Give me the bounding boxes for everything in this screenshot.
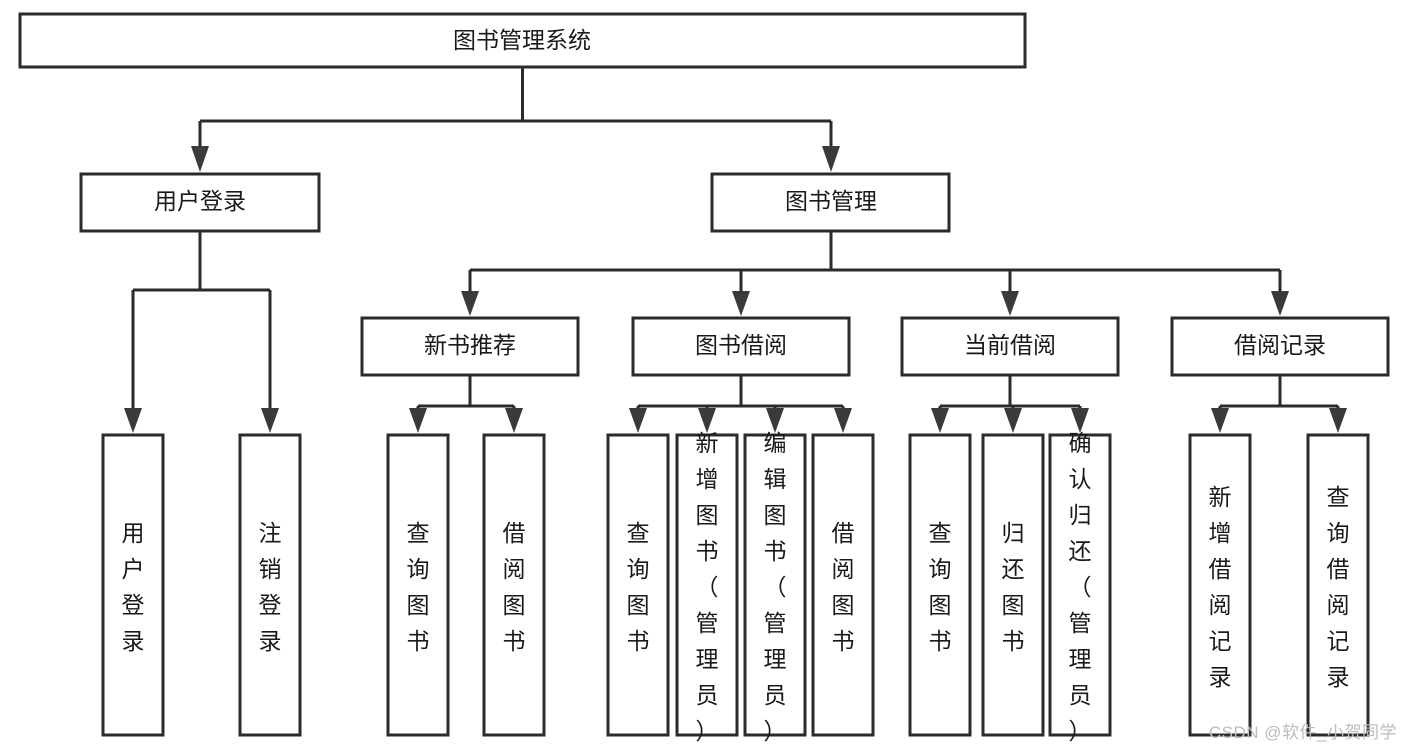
arrow-to-leaf-query-book-3 [931,408,949,433]
node-book-management-label: 图书管理 [785,188,877,214]
arrow-to-user-login [191,146,209,172]
arrow-to-current-borrow [1001,291,1019,316]
arrow-to-leaf-add-book [698,408,716,433]
connector-layer [124,67,1347,433]
leaf-query-book-2-box[interactable] [606,433,670,737]
node-current-borrow[interactable]: 当前借阅 [900,316,1120,377]
leaf-return-book[interactable]: 归还图书 [981,433,1045,737]
arrow-to-leaf-borrow-book-1 [505,408,523,433]
leaf-add-borrow-record[interactable]: 新增借阅记录 [1188,433,1252,737]
node-book-management-box[interactable] [710,172,951,233]
leaf-add-book-admin[interactable]: 新增图书（管理员） [675,430,739,744]
node-user-login-box[interactable] [79,172,321,233]
node-root[interactable]: 图书管理系统 [18,12,1027,69]
leaf-user-login-box[interactable] [101,433,165,737]
node-new-book-recommend-label: 新书推荐 [424,332,516,358]
arrow-to-leaf-logout [261,408,279,433]
arrow-to-leaf-add-record [1211,408,1229,433]
leaf-edit-book-admin[interactable]: 编辑图书（管理员） [743,430,807,744]
leaf-confirm-return-admin-label: 确认归还（管理员） [1069,430,1092,744]
node-book-borrow[interactable]: 图书借阅 [631,316,851,377]
node-current-borrow-label: 当前借阅 [964,332,1056,358]
leaf-query-borrow-record[interactable]: 查询借阅记录 [1306,433,1370,737]
node-book-borrow-label: 图书借阅 [695,332,787,358]
leaf-add-borrow-record-label: 新增借阅记录 [1209,484,1232,690]
leaf-borrow-book-1[interactable]: 借阅图书 [482,433,546,737]
leaf-query-book-3-box[interactable] [908,433,972,737]
leaf-user-login[interactable]: 用户登录 [101,433,165,737]
node-borrow-record-box[interactable] [1170,316,1390,377]
node-borrow-record[interactable]: 借阅记录 [1170,316,1390,377]
arrow-to-leaf-query-record [1329,408,1347,433]
node-new-book-recommend[interactable]: 新书推荐 [360,316,580,377]
leaf-query-book-2-label: 查询图书 [627,520,650,654]
csdn-watermark: CSDN @软件_小贺同学 [1208,723,1397,742]
leaf-return-book-label: 归还图书 [1002,520,1025,654]
leaf-logout-box[interactable] [238,433,302,737]
arrow-to-leaf-edit-book [766,408,784,433]
leaf-borrow-book-2-label: 借阅图书 [832,520,855,654]
node-new-book-recommend-box[interactable] [360,316,580,377]
leaf-logout[interactable]: 注销登录 [238,433,302,737]
node-root-label: 图书管理系统 [453,27,591,53]
leaf-edit-book-admin-label: 编辑图书（管理员） [764,430,787,744]
leaf-borrow-book-2-box[interactable] [811,433,875,737]
leaf-query-book-3-label: 查询图书 [929,520,952,654]
arrow-to-new-book-rec [461,291,479,316]
leaf-borrow-book-2[interactable]: 借阅图书 [811,433,875,737]
leaf-query-book-1-label: 查询图书 [407,520,430,654]
leaf-borrow-book-1-box[interactable] [482,433,546,737]
leaf-query-book-1[interactable]: 查询图书 [386,433,450,737]
node-root-box[interactable] [18,12,1027,69]
leaf-user-login-label: 用户登录 [122,520,145,654]
node-user-login[interactable]: 用户登录 [79,172,321,233]
leaf-query-book-3[interactable]: 查询图书 [908,433,972,737]
leaf-query-book-1-box[interactable] [386,433,450,737]
node-layer: 图书管理系统 用户登录 图书管理 新书推荐 图书借阅 当前 [18,12,1390,744]
node-book-management[interactable]: 图书管理 [710,172,951,233]
leaf-confirm-return-admin-box[interactable] [1048,433,1112,737]
leaf-add-book-admin-label: 新增图书（管理员） [696,430,719,744]
leaf-query-borrow-record-label: 查询借阅记录 [1327,484,1350,690]
arrow-to-book-borrow [732,291,750,316]
leaf-confirm-return-admin[interactable]: 确认归还（管理员） [1048,430,1112,744]
leaf-query-borrow-record-box[interactable] [1306,433,1370,737]
arrow-to-leaf-confirm-return [1071,408,1089,433]
arrow-to-leaf-query-book-1 [409,408,427,433]
node-borrow-record-label: 借阅记录 [1234,332,1326,358]
leaf-return-book-box[interactable] [981,433,1045,737]
leaf-add-borrow-record-box[interactable] [1188,433,1252,737]
leaf-query-book-2[interactable]: 查询图书 [606,433,670,737]
node-user-login-label: 用户登录 [154,188,246,214]
arrow-to-leaf-borrow-book-2 [834,408,852,433]
leaf-borrow-book-1-label: 借阅图书 [503,520,526,654]
arrow-to-book-manage [822,146,840,172]
arrow-to-leaf-return-book [1004,408,1022,433]
leaf-logout-label: 注销登录 [259,520,282,654]
arrow-to-leaf-user-login [124,408,142,433]
node-current-borrow-box[interactable] [900,316,1120,377]
arrow-to-borrow-record [1271,291,1289,316]
leaf-add-book-admin-box[interactable] [675,433,739,737]
leaf-edit-book-admin-box[interactable] [743,433,807,737]
node-book-borrow-box[interactable] [631,316,851,377]
arrow-to-leaf-query-book-2 [629,408,647,433]
